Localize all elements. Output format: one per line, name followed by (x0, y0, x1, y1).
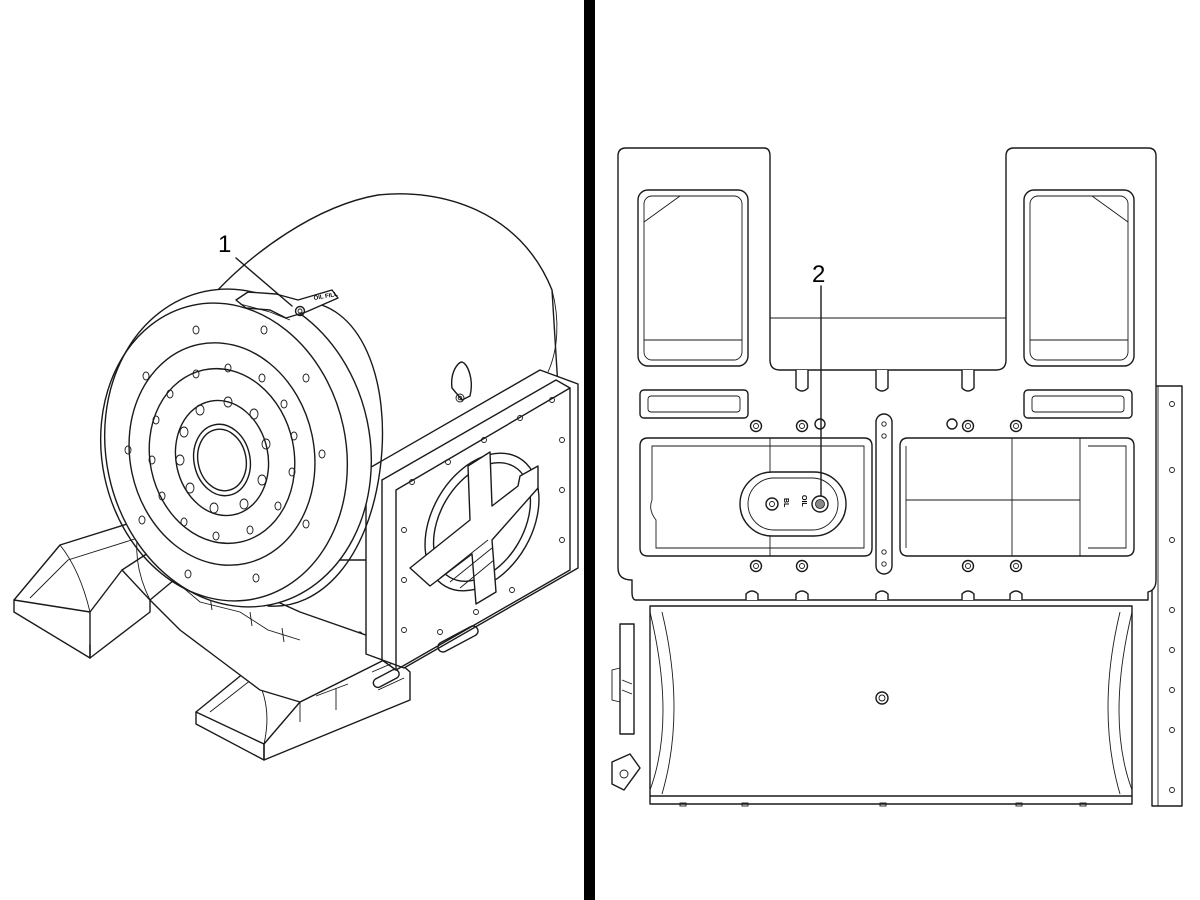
callout-1-leader (235, 257, 293, 307)
rotary-table-isometric-icon: OIL FILL 1 (13, 193, 579, 761)
oil-fill-port-label: OIL FILL (313, 292, 338, 302)
lower-bolts (679, 802, 1087, 807)
drain-plate: BL OIL (739, 471, 847, 537)
callout-1-number: 1 (218, 231, 231, 258)
callout-2: 2 (812, 261, 825, 497)
left-fitting (611, 623, 641, 791)
bl-port-label: BL (782, 498, 789, 508)
rotary-table-bottom-view-icon: BL OIL 2 (611, 147, 1183, 807)
lower-body (649, 605, 1133, 807)
outer-ring-holes (124, 325, 326, 583)
callout-2-number: 2 (812, 261, 825, 288)
small-side-slots (639, 389, 1133, 419)
haas-logo-icon (409, 451, 540, 605)
oil-fill-plate: OIL FILL (235, 289, 339, 321)
inner-ring-holes (175, 396, 271, 514)
bottom-notches (745, 590, 1023, 600)
center-rib (875, 413, 893, 575)
view-divider (584, 0, 595, 900)
upper-pockets (637, 189, 1135, 367)
upper-notches (795, 370, 975, 392)
oil-drain-port-label: OIL (800, 495, 807, 507)
left-foot (13, 519, 169, 659)
mounting-bolts (749, 418, 1023, 573)
middle-ring-holes (148, 363, 298, 541)
cover-bolts (401, 397, 565, 635)
platter-face (99, 288, 384, 608)
side-cover-plate (365, 369, 579, 689)
right-side-plate (1151, 385, 1183, 807)
callout-1: 1 (218, 231, 293, 307)
